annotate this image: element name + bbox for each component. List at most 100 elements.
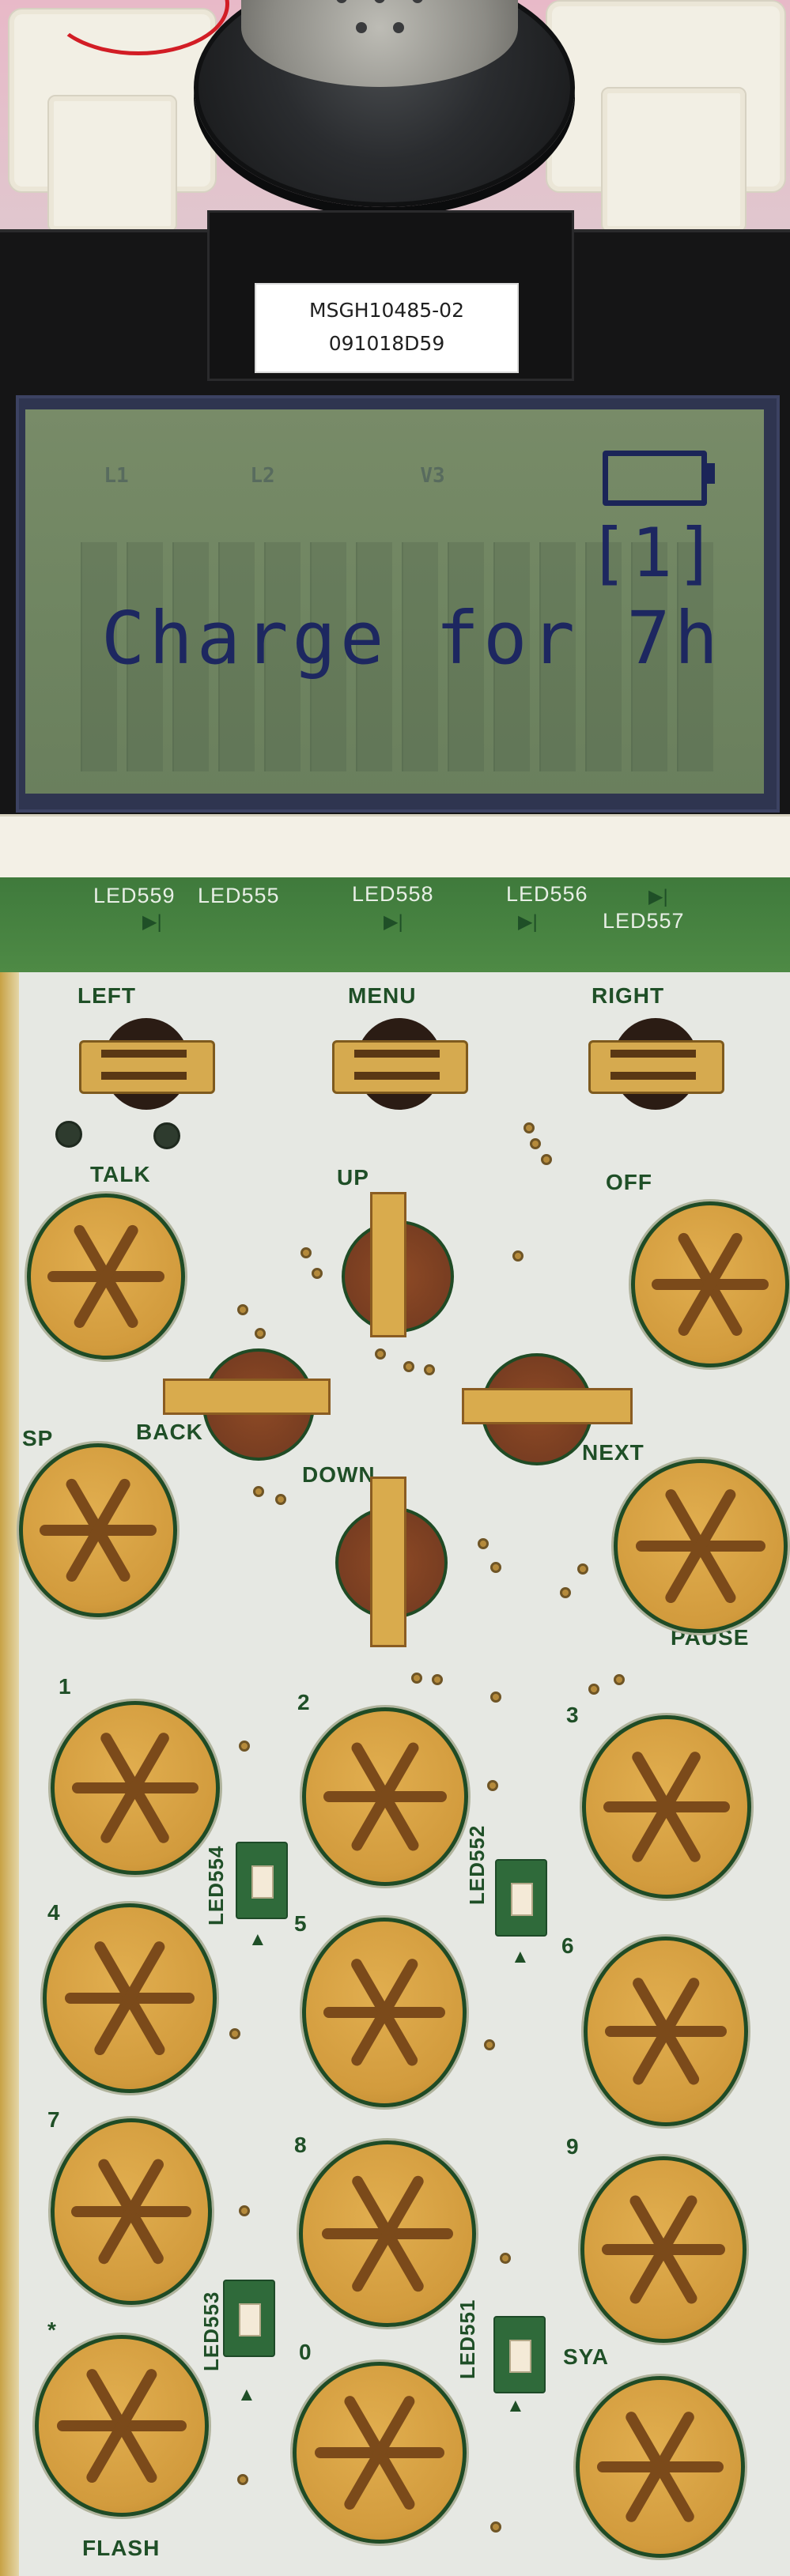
via — [312, 1268, 323, 1279]
menu-key-pad[interactable] — [332, 1018, 468, 1110]
voice-indicator: V3 — [420, 464, 445, 488]
via — [275, 1494, 286, 1505]
via — [237, 2474, 248, 2485]
mount-hole — [153, 1122, 180, 1149]
via — [560, 1587, 571, 1598]
back-contact — [163, 1379, 331, 1415]
digit-label: 2 — [297, 1690, 311, 1714]
via — [512, 1250, 524, 1262]
diode-icon: ▲ — [248, 1929, 267, 1950]
battery-icon — [603, 451, 707, 506]
serial-sticker: MSGH10485-02 091018D59 — [255, 283, 519, 373]
pause-key-pad[interactable] — [614, 1459, 788, 1633]
mount-hole — [55, 1121, 82, 1148]
speaker-key-pad[interactable] — [19, 1443, 177, 1617]
key-4-pad[interactable] — [43, 1903, 217, 2093]
via — [577, 1563, 588, 1575]
diode-icon: ▲ — [511, 1946, 530, 1967]
diode-icon: ▲ — [506, 2395, 525, 2416]
left-key-label: LEFT — [77, 983, 136, 1008]
digit-label: 5 — [294, 1911, 308, 1936]
line1-indicator: L1 — [104, 464, 129, 488]
via — [500, 2253, 511, 2264]
key-3-pad[interactable] — [582, 1715, 751, 1899]
via — [424, 1364, 435, 1375]
digit-label: 0 — [299, 2340, 312, 2364]
key-1-pad[interactable] — [51, 1701, 220, 1875]
up-contact — [370, 1192, 406, 1337]
diode-icon: ▲ — [237, 2384, 256, 2405]
down-key-label: DOWN — [302, 1462, 376, 1487]
digit-label: 1 — [59, 1674, 72, 1699]
via — [541, 1154, 552, 1165]
key-0-pad[interactable] — [293, 2362, 467, 2544]
via — [403, 1361, 414, 1372]
via — [301, 1247, 312, 1258]
via — [255, 1328, 266, 1339]
via — [411, 1673, 422, 1684]
via — [490, 1692, 501, 1703]
via — [239, 2205, 250, 2216]
via — [484, 2039, 495, 2050]
charge-message: Charge for 7h — [101, 596, 723, 681]
diode-icon: ▶| — [384, 911, 403, 933]
key-8-pad[interactable] — [299, 2140, 476, 2327]
led-chip — [223, 2280, 275, 2357]
digit-label: 6 — [561, 1933, 575, 1958]
next-contact — [462, 1388, 633, 1424]
back-key-label: BACK — [136, 1420, 203, 1444]
lcd-screen: L1 L2 V3 [1] Charge for 7h — [25, 409, 764, 794]
key-star-pad[interactable] — [35, 2335, 209, 2517]
diode-icon: ▶| — [518, 911, 538, 933]
via — [490, 2521, 501, 2533]
digit-label: 3 — [566, 1703, 580, 1727]
next-key-label: NEXT — [582, 1440, 644, 1465]
via — [478, 1538, 489, 1549]
digit-label: 8 — [294, 2133, 308, 2157]
via — [229, 2028, 240, 2039]
led-chip — [495, 1859, 547, 1937]
key-sya-pad[interactable] — [576, 2376, 745, 2558]
off-key-pad[interactable] — [631, 1201, 789, 1367]
key-7-pad[interactable] — [51, 2118, 212, 2305]
led-label: LED557 — [603, 909, 685, 933]
flash-key-label: FLASH — [82, 2536, 161, 2560]
led-chip — [493, 2316, 546, 2393]
sticker-serial: 091018D59 — [328, 332, 445, 355]
off-key-label: OFF — [606, 1170, 652, 1194]
handset-index: [1] — [587, 514, 720, 593]
via — [432, 1674, 443, 1685]
digit-label: * — [47, 2318, 57, 2342]
via — [530, 1138, 541, 1149]
via — [253, 1486, 264, 1497]
digit-label: 4 — [47, 1900, 61, 1925]
via — [490, 1562, 501, 1573]
right-softkey-pad[interactable] — [588, 1018, 724, 1110]
via — [237, 1304, 248, 1315]
battery-tip — [707, 463, 715, 484]
talk-key-pad[interactable] — [27, 1194, 185, 1360]
led-chip — [236, 1842, 288, 1919]
led-label: LED553 — [199, 2291, 223, 2371]
talk-key-label: TALK — [90, 1162, 151, 1186]
led-label: LED555 — [198, 884, 280, 907]
key-2-pad[interactable] — [302, 1707, 468, 1886]
down-contact — [370, 1477, 406, 1647]
key-9-pad[interactable] — [580, 2156, 747, 2343]
diode-icon: ▶| — [648, 886, 668, 907]
via — [588, 1684, 599, 1695]
key-5-pad[interactable] — [302, 1918, 467, 2107]
pcb-edge — [0, 972, 19, 2576]
digit-label: 9 — [566, 2134, 580, 2159]
via — [239, 1741, 250, 1752]
up-key-label: UP — [337, 1165, 369, 1190]
lcd-retaining-clip — [0, 814, 790, 882]
left-clip — [47, 95, 177, 232]
key-6-pad[interactable] — [584, 1937, 748, 2126]
line2-indicator: L2 — [250, 464, 275, 488]
led-label: LED559 — [93, 884, 176, 907]
led-label: LED558 — [352, 882, 434, 906]
led-label: LED551 — [455, 2299, 479, 2379]
left-softkey-pad[interactable] — [79, 1018, 215, 1110]
right-key-label: RIGHT — [592, 983, 665, 1008]
